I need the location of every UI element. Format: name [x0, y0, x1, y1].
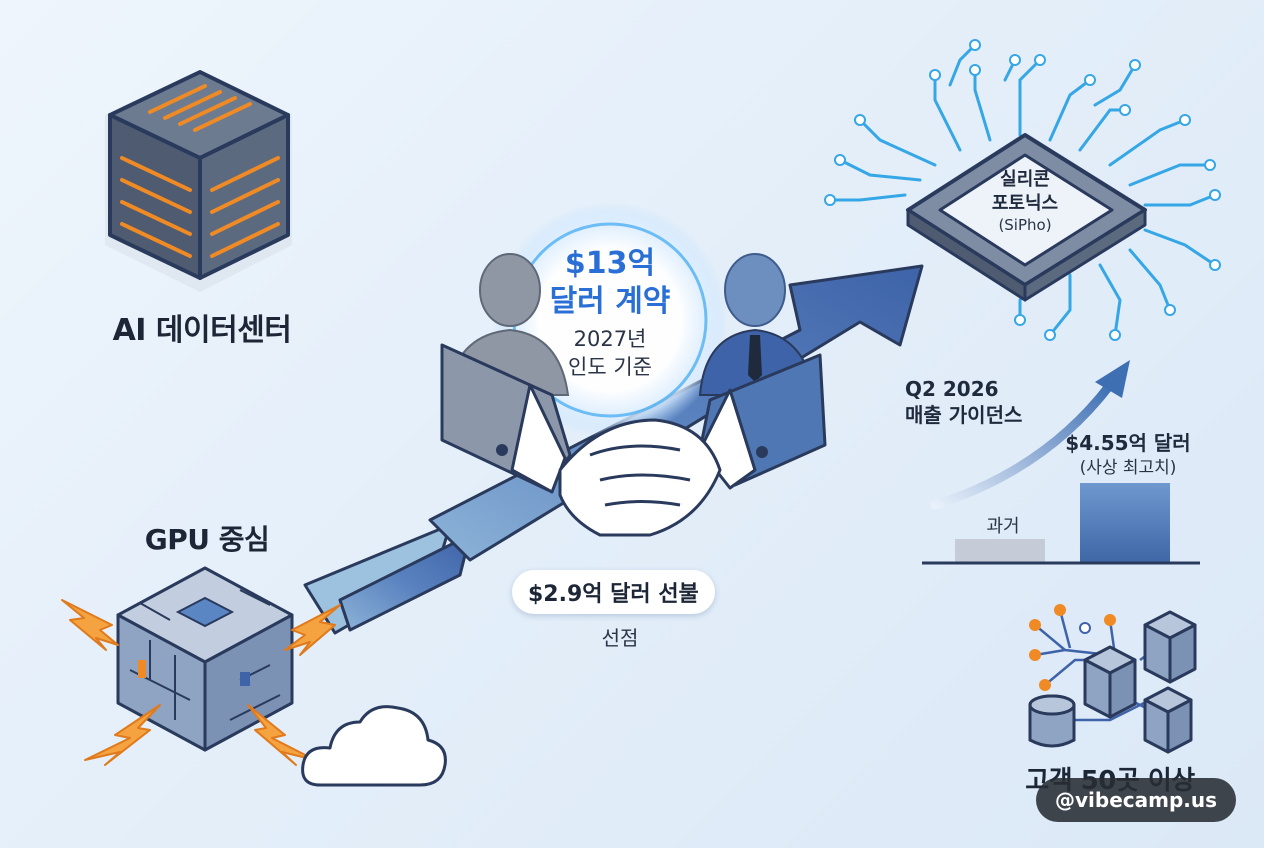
sipho-line3: (SiPho) — [998, 216, 1052, 234]
deal-date-line1: 2027년 — [573, 327, 647, 351]
deal-date-line2: 인도 기준 — [568, 355, 652, 379]
sipho-line2: 포토닉스 — [991, 193, 1059, 214]
guidance-line2: 매출 가이던스 — [905, 403, 1023, 427]
guidance-curve-arrowhead — [1095, 360, 1130, 398]
guidance-curve — [930, 380, 1115, 510]
deal-amount-line2: 달러 계약 — [549, 284, 671, 319]
sipho-line1: 실리콘 — [1000, 169, 1050, 190]
datacenter-label: AI 데이터센터 — [112, 313, 292, 348]
preemption-label: 선점 — [601, 626, 639, 650]
guidance-bars — [955, 483, 1170, 563]
guidance-value-amount: $4.55억 달러 — [1065, 431, 1191, 455]
cloud-icon — [301, 705, 447, 787]
guidance-title: Q2 2026 매출 가이던스 — [905, 376, 1022, 428]
guidance-bar-q2-2026 — [1080, 483, 1170, 563]
gpu-label: GPU 중심 — [144, 523, 270, 556]
server-cube-icon — [105, 70, 292, 292]
deal-amount-line1: $13억 — [564, 246, 656, 281]
past-label: 과거 — [986, 516, 1020, 537]
network-servers-icon — [1028, 604, 1197, 754]
watermark-badge: @vibecamp.us — [1036, 778, 1236, 822]
guidance-bar-past — [955, 539, 1045, 563]
deal-amount: $13억 달러 계약 2027년 인도 기준 — [520, 245, 700, 381]
sipho-chip-icon — [824, 39, 1221, 341]
guidance-value-note: (사상 최고치) — [1079, 458, 1177, 478]
guidance-value: $4.55억 달러 (사상 최고치) — [1048, 430, 1208, 480]
guidance-line1: Q2 2026 — [905, 377, 999, 401]
gpu-cube-icon — [61, 566, 341, 766]
prepayment-badge: $2.9억 달러 선불 — [512, 570, 715, 614]
handshake-icon — [440, 202, 827, 537]
sipho-label: 실리콘 포토닉스 (SiPho) — [965, 168, 1085, 234]
